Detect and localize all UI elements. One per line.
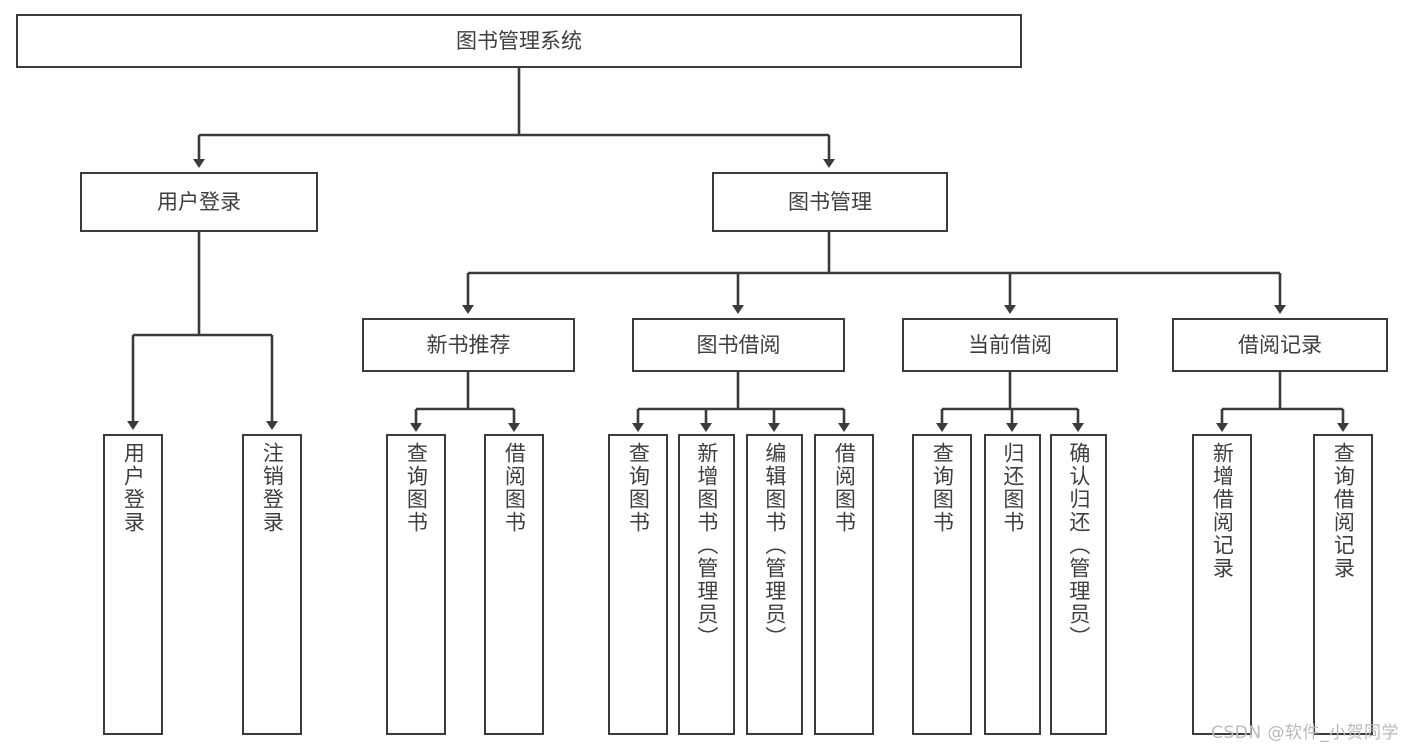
node-leaf-query-book-1-label: 查询图书 xyxy=(404,442,429,534)
node-leaf-add-record[interactable]: 新增借阅记录 xyxy=(1192,434,1252,735)
node-root[interactable]: 图书管理系统 xyxy=(16,14,1022,68)
node-borrow-record[interactable]: 借阅记录 xyxy=(1172,318,1388,372)
node-leaf-borrow-book-1[interactable]: 借阅图书 xyxy=(484,434,544,735)
node-book-borrow-label: 图书借阅 xyxy=(696,332,781,357)
node-leaf-add-book-label: 新增图书（管理员） xyxy=(694,442,719,649)
node-leaf-confirm-return[interactable]: 确认归还（管理员） xyxy=(1050,434,1107,735)
node-leaf-query-book-3[interactable]: 查询图书 xyxy=(912,434,972,735)
node-user-login[interactable]: 用户登录 xyxy=(80,172,318,232)
node-leaf-user-login[interactable]: 用户登录 xyxy=(103,434,163,735)
node-leaf-edit-book[interactable]: 编辑图书（管理员） xyxy=(746,434,803,735)
node-current-borrow[interactable]: 当前借阅 xyxy=(902,318,1118,372)
node-current-borrow-label: 当前借阅 xyxy=(968,332,1052,357)
node-leaf-return-book-label: 归还图书 xyxy=(1000,442,1025,534)
node-leaf-borrow-book-2[interactable]: 借阅图书 xyxy=(814,434,874,735)
node-book-borrow[interactable]: 图书借阅 xyxy=(632,318,845,372)
node-leaf-edit-book-label: 编辑图书（管理员） xyxy=(762,442,787,649)
node-new-book-rec[interactable]: 新书推荐 xyxy=(362,318,575,372)
node-leaf-user-login-label: 用户登录 xyxy=(121,442,146,534)
node-new-book-rec-label: 新书推荐 xyxy=(426,332,511,357)
node-leaf-query-record[interactable]: 查询借阅记录 xyxy=(1313,434,1373,735)
node-book-manage[interactable]: 图书管理 xyxy=(712,172,948,232)
node-leaf-query-book-3-label: 查询图书 xyxy=(930,442,955,534)
node-book-manage-label: 图书管理 xyxy=(788,189,872,214)
node-leaf-query-book-2[interactable]: 查询图书 xyxy=(608,434,668,735)
node-root-label: 图书管理系统 xyxy=(456,28,582,53)
node-borrow-record-label: 借阅记录 xyxy=(1238,332,1322,357)
node-leaf-logout[interactable]: 注销登录 xyxy=(242,434,302,735)
node-leaf-query-record-label: 查询借阅记录 xyxy=(1331,442,1356,580)
node-leaf-confirm-return-label: 确认归还（管理员） xyxy=(1066,442,1091,649)
node-leaf-add-book[interactable]: 新增图书（管理员） xyxy=(678,434,735,735)
csdn-watermark: CSDN @软件_小贺同学 xyxy=(1211,723,1399,743)
node-user-login-label: 用户登录 xyxy=(157,189,241,214)
node-leaf-borrow-book-2-label: 借阅图书 xyxy=(832,442,857,534)
node-leaf-return-book[interactable]: 归还图书 xyxy=(984,434,1041,735)
node-leaf-borrow-book-1-label: 借阅图书 xyxy=(502,442,527,534)
node-leaf-query-book-2-label: 查询图书 xyxy=(626,442,651,534)
node-leaf-logout-label: 注销登录 xyxy=(260,442,285,534)
node-leaf-query-book-1[interactable]: 查询图书 xyxy=(386,434,446,735)
node-leaf-add-record-label: 新增借阅记录 xyxy=(1210,442,1235,580)
